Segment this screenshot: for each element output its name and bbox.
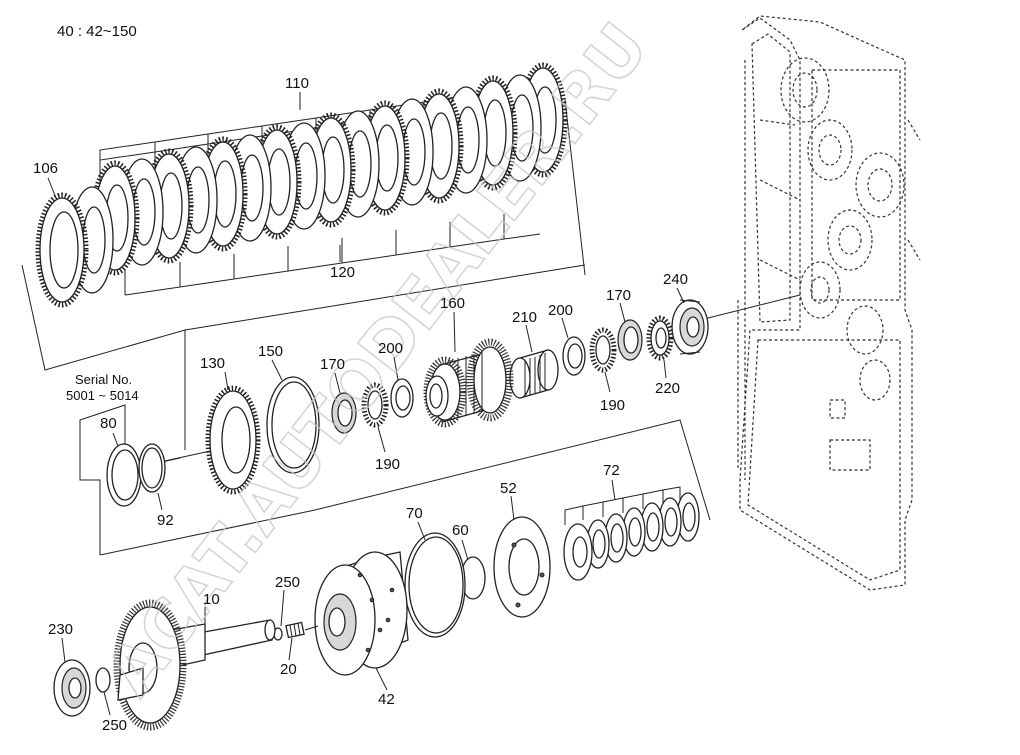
callout-106: 106 <box>33 160 58 177</box>
callout-160: 160 <box>440 295 465 312</box>
callout-170b: 170 <box>320 356 345 373</box>
transmission-housing <box>737 15 921 591</box>
callout-250b: 250 <box>102 717 127 734</box>
callout-190a: 190 <box>600 397 625 414</box>
callout-200b: 200 <box>378 340 403 357</box>
diagram-header: 40 : 42~150 <box>57 23 137 40</box>
clutch-disc-pack <box>35 62 568 308</box>
thrust-bearing-190b <box>361 382 389 428</box>
bearing-240 <box>671 299 709 355</box>
leader-lines <box>61 287 685 716</box>
ring-170a <box>617 319 643 361</box>
end-plate-130 <box>205 385 261 495</box>
callout-210: 210 <box>512 309 537 326</box>
needle-bearing-210 <box>509 349 559 399</box>
piston-52 <box>493 516 551 618</box>
clutch-drum-42 <box>314 551 409 676</box>
lock-washer-220 <box>646 315 674 361</box>
callout-170a: 170 <box>606 287 631 304</box>
serial-parts-group <box>106 443 166 507</box>
callout-42: 42 <box>378 691 395 708</box>
callout-130: 130 <box>200 355 225 372</box>
callout-80: 80 <box>100 415 117 432</box>
callout-10: 10 <box>203 591 220 608</box>
callout-52: 52 <box>500 480 517 497</box>
washer-200a <box>562 336 586 376</box>
bearing-230 <box>53 659 91 717</box>
callout-190b: 190 <box>375 456 400 473</box>
callout-20: 20 <box>280 661 297 678</box>
callout-70: 70 <box>406 505 423 522</box>
plug-20 <box>285 621 305 639</box>
callout-200a: 200 <box>548 302 573 319</box>
callout-72: 72 <box>603 462 620 479</box>
callout-labels: 110 106 120 160 210 200 170 240 220 190 … <box>33 75 688 734</box>
callout-250a: 250 <box>275 574 300 591</box>
ring-170b <box>331 392 357 434</box>
bottom-shaft-parts <box>53 479 700 731</box>
gear-160 <box>423 338 514 428</box>
callout-150: 150 <box>258 343 283 360</box>
input-shaft-10 <box>113 599 276 731</box>
serial-line-2: 5001 ~ 5014 <box>66 388 139 403</box>
callout-230: 230 <box>48 621 73 638</box>
callout-92: 92 <box>157 512 174 529</box>
serial-line-1: Serial No. <box>75 372 132 387</box>
callout-240: 240 <box>663 271 688 288</box>
callout-120: 120 <box>330 264 355 281</box>
snap-ring-250b <box>95 667 111 693</box>
callout-110: 110 <box>285 75 309 92</box>
seal-ring-70 <box>404 532 466 638</box>
spring-washers-72 <box>563 492 700 581</box>
callout-60: 60 <box>452 522 469 539</box>
washer-200b <box>390 378 414 418</box>
callout-220: 220 <box>655 380 680 397</box>
thrust-bearing-190a <box>589 327 617 373</box>
snap-ring-150 <box>266 376 320 474</box>
middle-shaft-parts <box>205 299 709 495</box>
